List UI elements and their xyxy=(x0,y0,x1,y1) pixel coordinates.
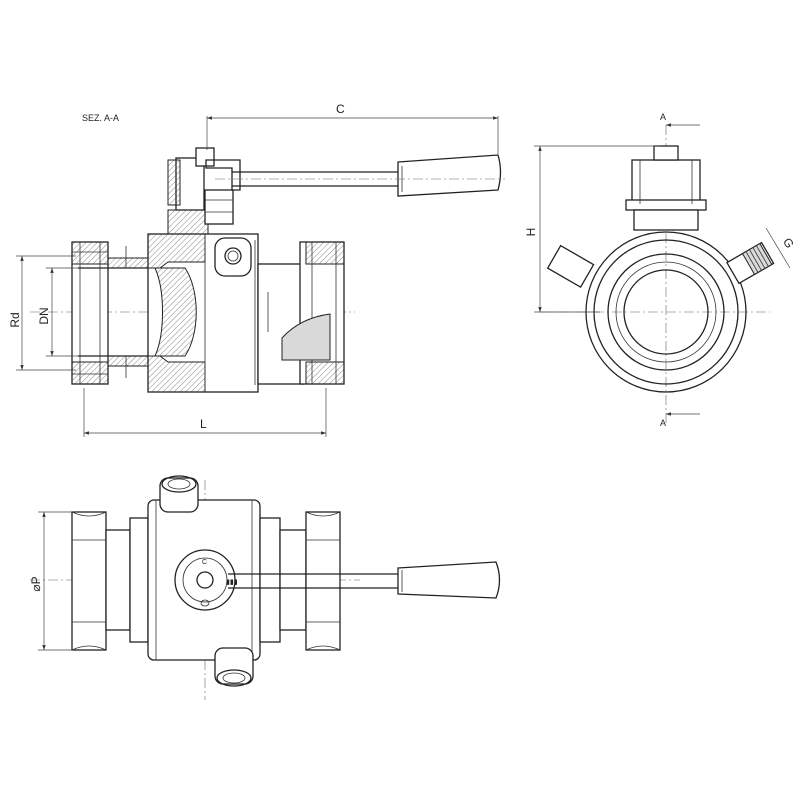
dim-c-label: C xyxy=(336,102,345,116)
dim-g-line xyxy=(765,227,791,269)
side-port-right-g xyxy=(726,241,775,285)
handle-lever-section xyxy=(205,154,505,197)
side-port-left xyxy=(546,244,595,289)
left-union-nut xyxy=(71,241,109,385)
stem-assembly xyxy=(167,147,234,235)
side-view: G H A A xyxy=(524,112,797,428)
top-view: C ▮▮▮ ⌀P xyxy=(29,475,501,700)
top-right-nut xyxy=(305,511,341,651)
top-body xyxy=(147,499,261,661)
section-view: SEZ. A-A xyxy=(8,102,505,437)
dim-p-label: ⌀P xyxy=(29,576,43,591)
svg-text:▮▮▮: ▮▮▮ xyxy=(226,579,238,586)
top-handle-grip xyxy=(397,561,501,599)
section-title: SEZ. A-A xyxy=(82,113,119,123)
dim-dn-label: DN xyxy=(37,307,51,324)
top-port xyxy=(159,477,199,513)
dim-l-label: L xyxy=(200,417,207,431)
bottom-port xyxy=(214,647,254,685)
valve-body-section xyxy=(147,233,259,393)
section-marker-bottom: A xyxy=(660,418,666,428)
dim-h-label: H xyxy=(524,228,538,237)
stem-housing xyxy=(631,159,701,205)
dim-g-label: G xyxy=(780,235,797,250)
svg-text:C: C xyxy=(202,559,207,566)
right-union-nut xyxy=(257,241,345,385)
section-marker-top: A xyxy=(660,112,666,122)
dim-rd-label: Rd xyxy=(8,312,22,327)
top-left-nut xyxy=(71,511,107,651)
stem-disk xyxy=(174,549,236,611)
